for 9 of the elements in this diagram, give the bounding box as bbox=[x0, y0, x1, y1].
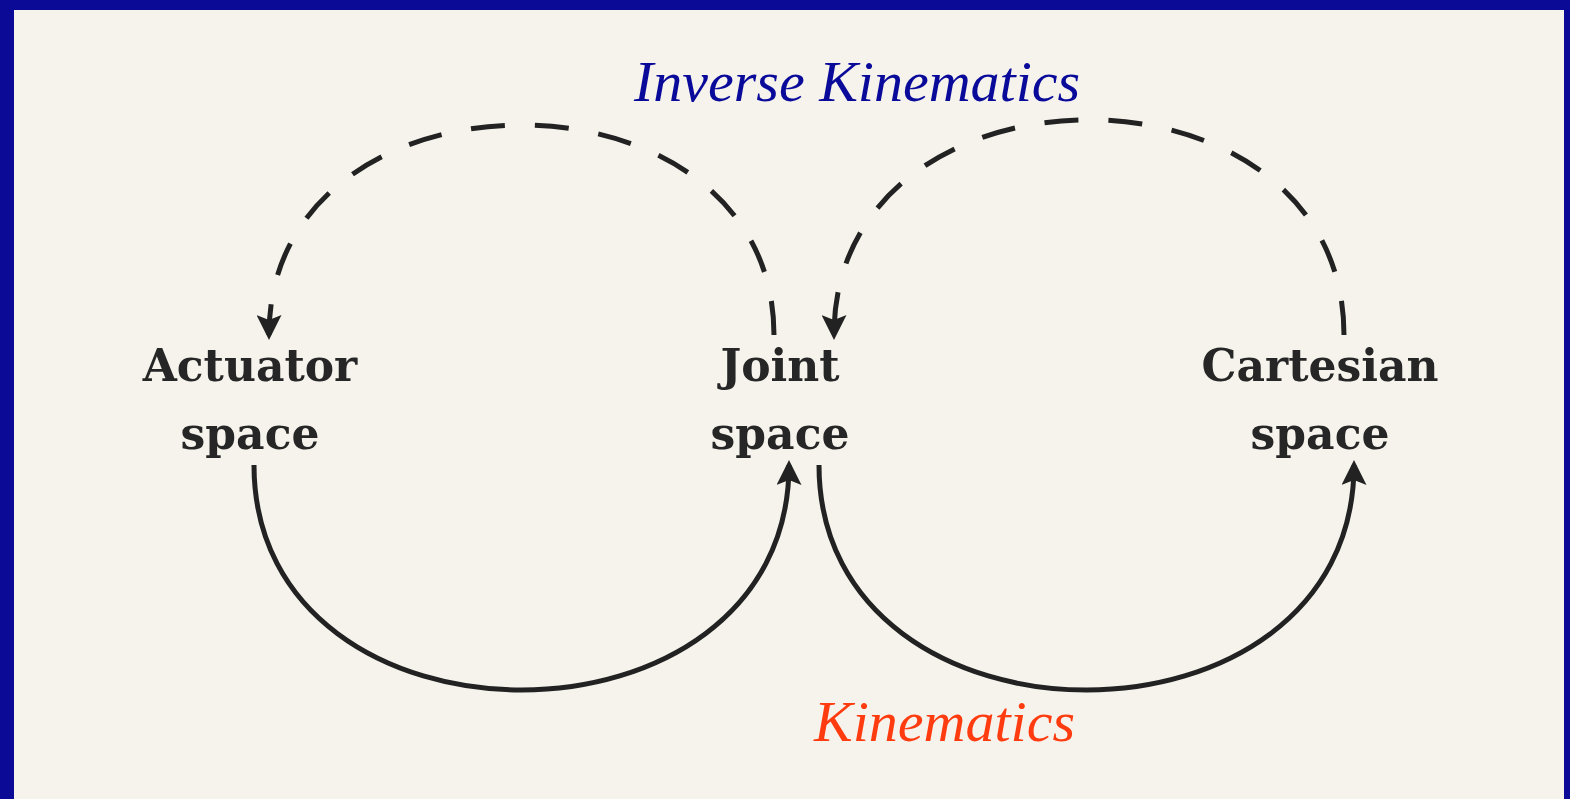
arrow bbox=[824, 117, 1347, 340]
node-label: Cartesian space bbox=[1200, 339, 1440, 461]
arrow bbox=[259, 122, 777, 340]
caption-label: Kinematics bbox=[814, 688, 1075, 755]
node-label: Joint space bbox=[709, 339, 851, 461]
arrow bbox=[251, 460, 799, 693]
caption-label: Inverse Kinematics bbox=[634, 48, 1081, 115]
node-label: Actuator space bbox=[141, 339, 359, 461]
arrow bbox=[816, 460, 1364, 693]
